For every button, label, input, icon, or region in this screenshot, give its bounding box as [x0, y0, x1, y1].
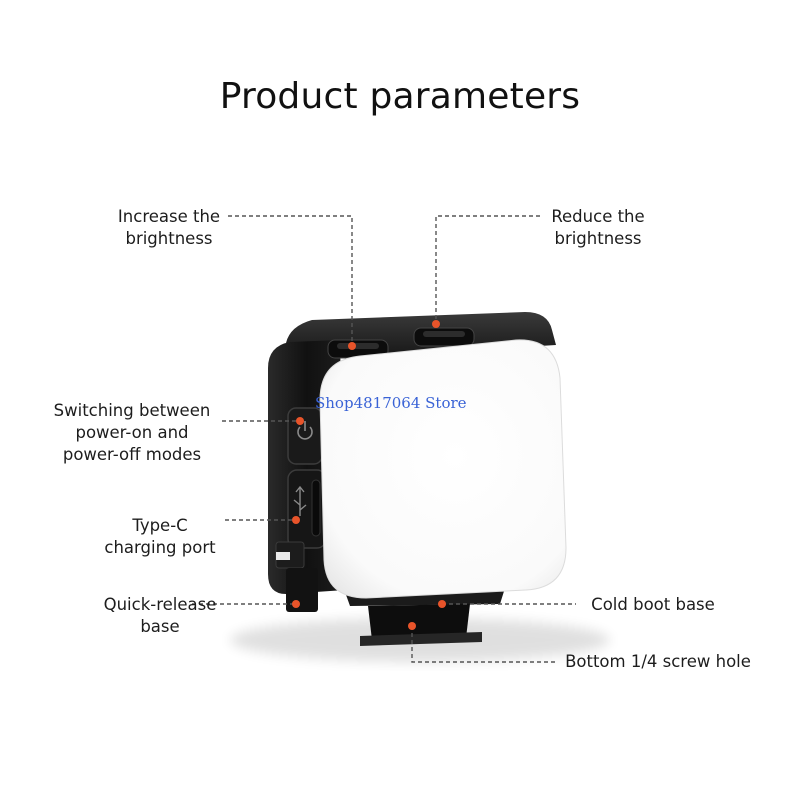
- dot-power: [296, 417, 304, 425]
- label-line: base: [140, 617, 180, 636]
- label-increase-brightness: Increase the brightness: [110, 206, 228, 250]
- dot-quick: [292, 600, 300, 608]
- label-quick-release-base: Quick-release base: [92, 594, 228, 638]
- dot-screw: [408, 622, 416, 630]
- label-line: Quick-release: [103, 595, 217, 614]
- label-line: Reduce the: [551, 207, 645, 226]
- label-line: power-off modes: [62, 445, 202, 464]
- dot-cold: [438, 600, 446, 608]
- label-line: charging port: [104, 538, 216, 557]
- dot-reduce: [432, 320, 440, 328]
- label-type-c-port: Type-C charging port: [92, 515, 228, 559]
- label-line: brightness: [125, 229, 213, 248]
- store-watermark: Shop4817064 Store: [315, 394, 467, 412]
- led-diffuser: [319, 339, 567, 599]
- callout-dots: [292, 320, 446, 630]
- label-line: Cold boot base: [591, 595, 715, 614]
- usb-icon: [293, 485, 307, 516]
- power-button[interactable]: [287, 407, 323, 465]
- label-power-switch: Switching between power-on and power-off…: [42, 400, 222, 466]
- label-line: Bottom 1/4 screw hole: [565, 652, 751, 671]
- label-cold-boot-base: Cold boot base: [578, 594, 728, 616]
- label-line: Increase the: [117, 207, 221, 226]
- leader-increase: [228, 215, 353, 346]
- leader-reduce: [435, 215, 540, 324]
- dot-increase: [348, 342, 356, 350]
- reduce-brightness-button[interactable]: [413, 327, 475, 347]
- label-line: Switching between: [53, 401, 211, 420]
- page-title: Product parameters: [219, 76, 581, 117]
- label-line: power-on and: [75, 423, 189, 442]
- label-screw-hole: Bottom 1/4 screw hole: [556, 651, 760, 673]
- label-line: brightness: [554, 229, 642, 248]
- power-icon: [297, 421, 313, 440]
- type-c-port[interactable]: [287, 469, 327, 549]
- label-reduce-brightness: Reduce the brightness: [540, 206, 656, 250]
- leader-screw: [411, 626, 556, 663]
- label-line: Type-C: [132, 516, 188, 535]
- dot-typec: [292, 516, 300, 524]
- increase-brightness-button[interactable]: [327, 339, 389, 359]
- leader-lines: [192, 215, 576, 663]
